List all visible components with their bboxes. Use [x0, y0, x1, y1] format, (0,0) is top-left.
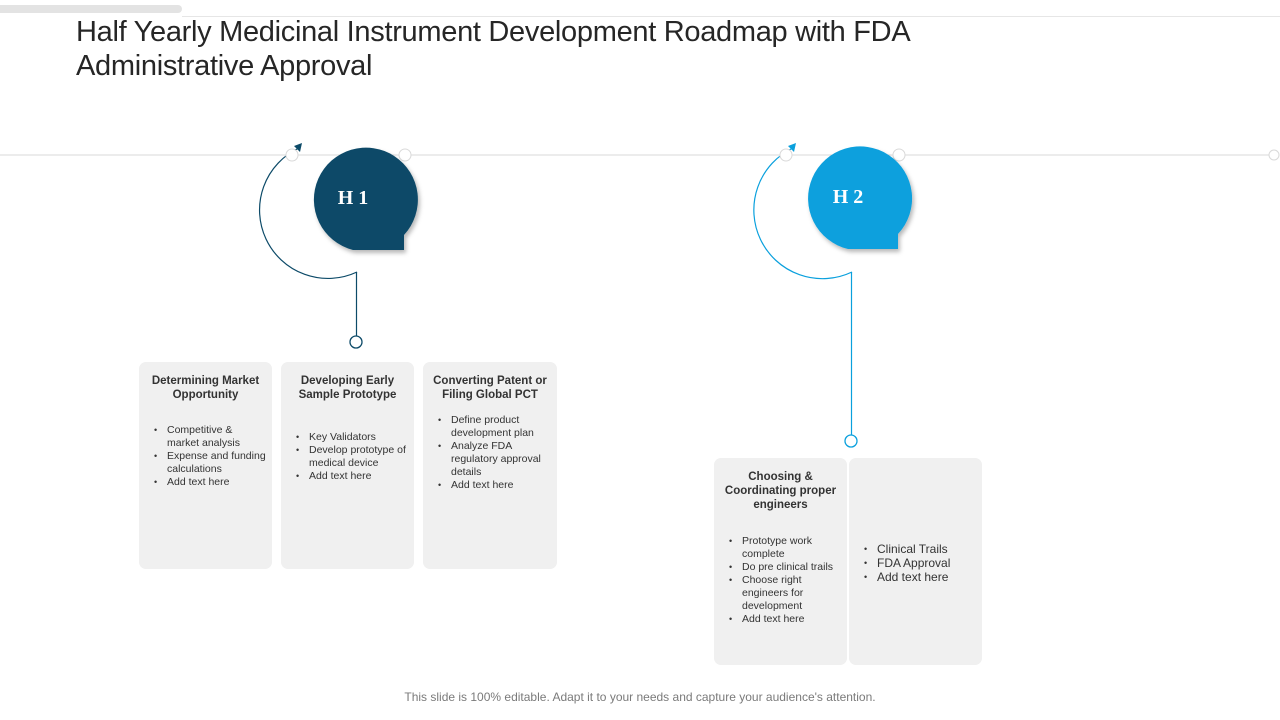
task-bullet: Add text here [720, 613, 841, 626]
task-bullet: Develop prototype of medical device [287, 444, 408, 470]
task-bullet: Add text here [145, 476, 266, 489]
h1-badge-label: H 1 [337, 187, 369, 209]
task-bullets: Clinical Trails FDA Approval Add text he… [855, 542, 976, 584]
task-bullet: Define product development plan [429, 414, 551, 440]
h2-right-node [892, 148, 906, 162]
task-bullet: FDA Approval [855, 556, 976, 570]
slide-footer: This slide is 100% editable. Adapt it to… [404, 690, 876, 704]
task-bullet: Choose right engineers for development [720, 574, 841, 613]
task-title: Determining Market Opportunity [151, 375, 260, 401]
h1-left-node [285, 148, 299, 162]
task-bullet: Clinical Trails [855, 542, 976, 556]
h1-arrow-head [294, 143, 302, 152]
task-bullet: Key Validators [287, 431, 408, 444]
timeline-end-node [1268, 149, 1280, 161]
task-title: Choosing & Coordinating proper engineers [724, 471, 837, 511]
h2-badge-label: H 2 [832, 186, 864, 208]
top-divider [182, 16, 1280, 17]
h2-task-card-1: Choosing & Coordinating proper engineers… [714, 458, 847, 665]
h1-task-node [349, 335, 363, 349]
task-bullets: Prototype work complete Do pre clinical … [720, 535, 841, 626]
h2-connector [753, 143, 858, 448]
task-bullets: Key Validators Develop prototype of medi… [287, 431, 408, 483]
task-bullet: Do pre clinical trails [720, 561, 841, 574]
task-bullet: Expense and funding calculations [145, 450, 266, 476]
task-title: Developing Early Sample Prototype [298, 375, 397, 401]
task-bullet: Prototype work complete [720, 535, 841, 561]
top-accent-bar [0, 5, 182, 13]
h1-connector [259, 143, 363, 349]
task-title: Converting Patent or Filing Global PCT [433, 375, 547, 401]
task-bullet: Add text here [429, 479, 551, 492]
h2-task-card-2: Clinical Trails FDA Approval Add text he… [849, 458, 982, 665]
task-bullet: Add text here [855, 570, 976, 584]
task-bullet: Competitive & market analysis [145, 424, 266, 450]
h2-badge-shape [808, 146, 913, 249]
h2-task-node [844, 434, 858, 448]
h1-task-card-2: Developing Early Sample Prototype Key Va… [281, 362, 414, 569]
task-bullet: Add text here [287, 470, 408, 483]
slide-title: Half Yearly Medicinal Instrument Develop… [76, 16, 909, 82]
task-bullets: Define product development plan Analyze … [429, 414, 551, 492]
h2-left-node [779, 148, 793, 162]
h1-badge-shape [313, 147, 418, 250]
task-bullet: Analyze FDA regulatory approval details [429, 440, 551, 479]
task-bullets: Competitive & market analysis Expense an… [145, 424, 266, 489]
h1-right-node [398, 148, 412, 162]
h1-task-card-1: Determining Market Opportunity Competiti… [139, 362, 272, 569]
h1-task-card-3: Converting Patent or Filing Global PCT D… [423, 362, 557, 569]
h2-arrow-head [788, 143, 796, 152]
